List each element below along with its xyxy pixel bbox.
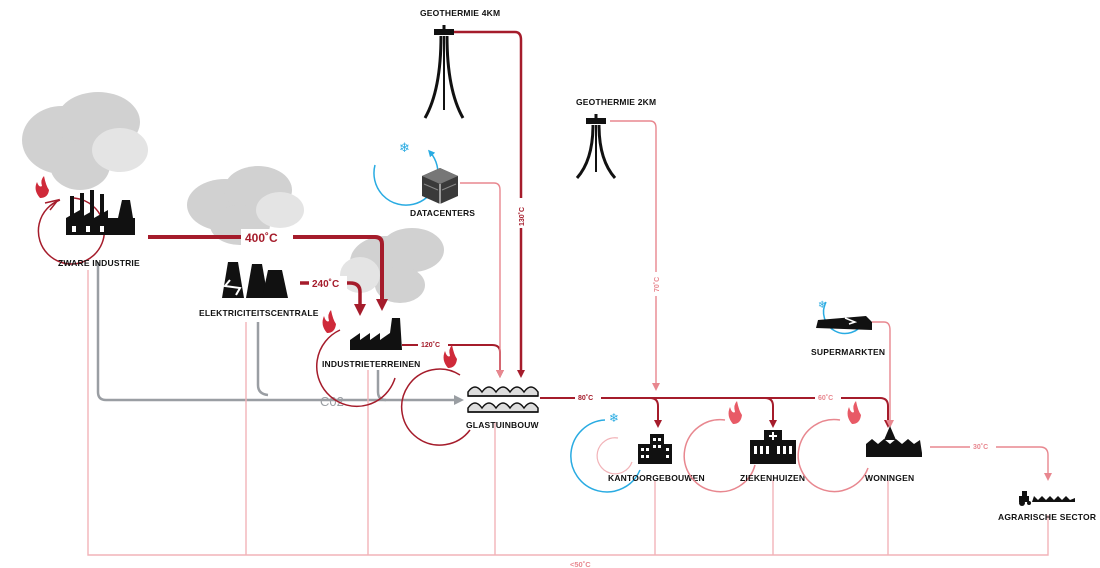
greenhouse-icon [467, 386, 539, 413]
server-cube-icon [422, 168, 458, 204]
hot-flows [148, 30, 892, 428]
woningen-label: WONINGEN [865, 473, 914, 483]
factory-icon [66, 190, 135, 235]
agrarische-sector-label: AGRARISCHE SECTOR [998, 512, 1096, 522]
return-loop [87, 270, 1049, 556]
co2-flow [96, 262, 464, 405]
temp-label-120: 120˚C [421, 341, 440, 349]
houses-icon [866, 426, 922, 457]
kantoorgebouwen-label: KANTOORGEBOUWEN [608, 473, 705, 483]
supermarkten-node: ❄ SUPERMARKTEN [811, 300, 885, 357]
drill-icon [575, 114, 617, 179]
geothermie-2km-node: GEOTHERMIE 2KM [575, 97, 656, 179]
cooling-cycle-arrow [570, 419, 641, 493]
drill-icon [423, 25, 465, 119]
hospital-icon [750, 430, 796, 464]
heat-cycle-arrow [37, 197, 106, 265]
industrieterreinen-node: INDUSTRIETERREINEN [315, 310, 421, 408]
geothermie-4km-label: GEOTHERMIE 4KM [420, 8, 500, 18]
power-plant-icon [222, 262, 288, 298]
temp-label-30: 30˚C [973, 443, 988, 451]
geothermie-2km-label: GEOTHERMIE 2KM [576, 97, 656, 107]
snowflake-icon: ❄ [818, 300, 826, 311]
flame-icon [443, 345, 457, 368]
cooling-cycle-arrow [373, 149, 439, 206]
geothermie-4km-node: GEOTHERMIE 4KM [420, 8, 500, 119]
smoke-cloud-industrieterreinen [340, 228, 444, 303]
flame-icon [728, 401, 742, 424]
flame-icon [322, 310, 336, 333]
ziekenhuizen-label: ZIEKENHUIZEN [740, 473, 805, 483]
temp-label-240: 240˚C [312, 278, 339, 290]
flame-icon [35, 176, 49, 198]
heat-cycle-arrow [596, 437, 633, 475]
heat-cycle-arrow [315, 329, 396, 408]
snowflake-icon: ❄ [399, 140, 410, 155]
glastuinbouw-label: GLASTUINBOUW [466, 420, 540, 430]
elektriciteitscentrale-label: ELEKTRICITEITSCENTRALE [199, 308, 319, 318]
smoke-cloud-zware [22, 92, 148, 190]
supermarket-icon [816, 316, 872, 330]
datacenters-node: ❄ DATACENTERS [373, 140, 475, 218]
glastuinbouw-node: GLASTUINBOUW [400, 345, 540, 446]
industrieterreinen-label: INDUSTRIETERREINEN [322, 359, 421, 369]
datacenters-label: DATACENTERS [410, 208, 475, 218]
temp-label-130: 130˚C [518, 207, 526, 226]
flame-icon [847, 401, 861, 424]
temp-label-50: <50˚C [570, 560, 591, 568]
woningen-node: WONINGEN [797, 401, 922, 493]
warm-flows [460, 120, 1052, 481]
ziekenhuizen-node: ZIEKENHUIZEN [683, 401, 805, 493]
supermarkten-label: SUPERMARKTEN [811, 347, 885, 357]
co2-label: C02 [320, 394, 344, 409]
heat-cycle-arrow [683, 418, 756, 493]
office-building-icon [638, 434, 672, 464]
temp-label-80: 80˚C [578, 394, 593, 402]
elektriciteitscentrale-node: ELEKTRICITEITSCENTRALE [199, 262, 319, 318]
farm-field-icon [1019, 491, 1075, 506]
temperature-labels: 400˚C 240˚C 120˚C 130˚C 70˚C 80˚C 60˚C 3… [241, 198, 996, 452]
heat-cycle-arrow [400, 368, 471, 446]
temp-label-70: 70˚C [653, 277, 661, 292]
snowflake-icon: ❄ [609, 411, 619, 425]
temp-label-60: 60˚C [818, 394, 833, 402]
kantoorgebouwen-node: ❄ KANTOORGEBOUWEN [570, 411, 705, 493]
agrarische-sector-node: AGRARISCHE SECTOR [998, 491, 1096, 522]
temp-label-400: 400˚C [245, 231, 278, 245]
zware-industrie-label: ZWARE INDUSTRIE [58, 258, 140, 268]
factory-icon [350, 318, 402, 350]
zware-industrie-node: ZWARE INDUSTRIE [35, 176, 140, 268]
heat-cycle-arrow [797, 418, 869, 493]
